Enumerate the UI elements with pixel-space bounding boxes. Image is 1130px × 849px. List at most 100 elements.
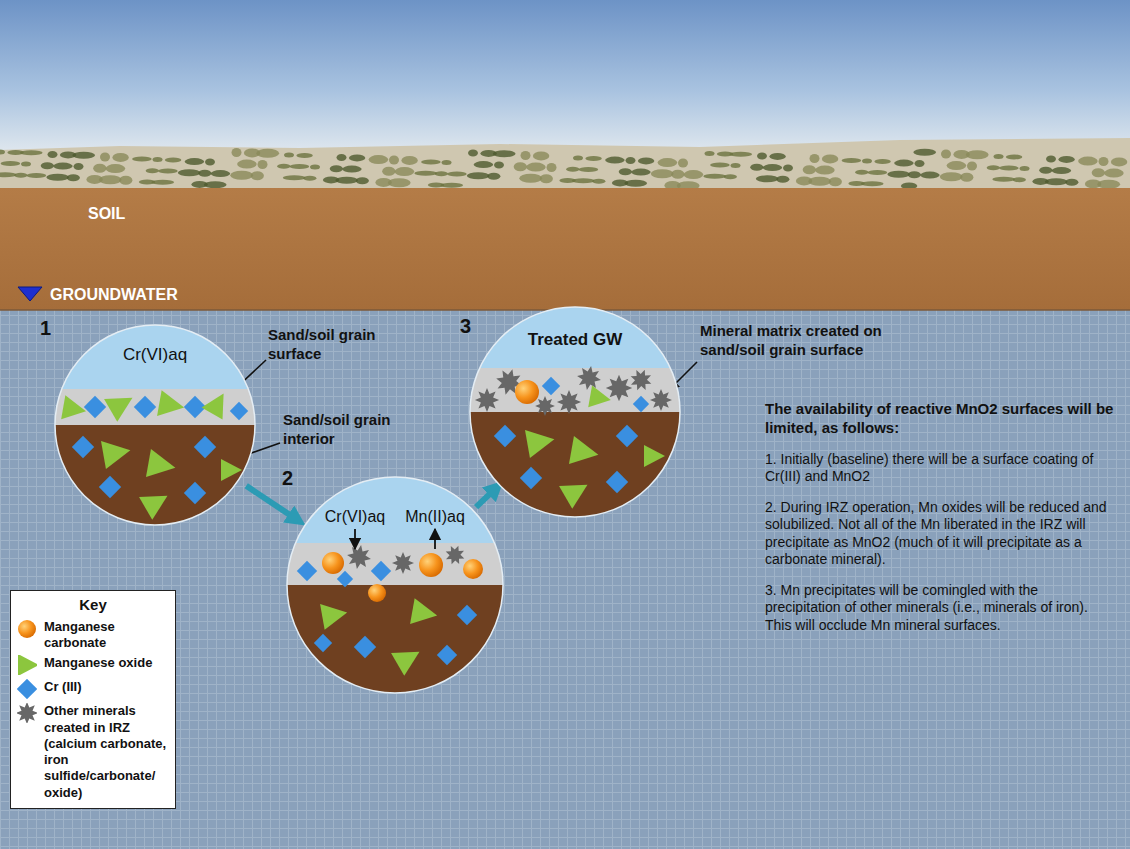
shrub xyxy=(624,180,647,187)
shrub xyxy=(887,171,910,178)
shrub xyxy=(0,172,17,177)
legend-text: Other minerals created in IRZ (calcium c… xyxy=(44,703,169,801)
grain-illustration xyxy=(287,477,503,693)
shrub xyxy=(750,164,763,171)
shrub xyxy=(638,157,654,164)
shrub xyxy=(283,175,306,180)
shrub xyxy=(335,177,358,184)
shrub xyxy=(342,166,362,173)
shrub xyxy=(74,163,84,170)
shrub xyxy=(829,177,842,186)
grain-outline xyxy=(55,325,255,525)
shrub xyxy=(913,149,936,156)
shrub xyxy=(185,158,205,165)
shrub xyxy=(579,167,599,172)
shrub xyxy=(967,162,977,171)
manganese-carbonate xyxy=(515,380,539,404)
shrub xyxy=(447,172,467,177)
shrub xyxy=(1,161,21,166)
legend-text: Manganese oxide xyxy=(44,655,169,671)
shrub xyxy=(356,177,369,184)
irz-mineral xyxy=(392,552,414,574)
shrub xyxy=(119,176,132,185)
legend-text: Manganese carbonate xyxy=(44,619,169,652)
shrub xyxy=(41,162,54,169)
shrub xyxy=(592,179,605,184)
manganese-oxide xyxy=(61,395,88,423)
shrub xyxy=(389,156,399,165)
grain-circle: Cr(VI)aq xyxy=(55,325,255,525)
grain-outline xyxy=(470,307,680,517)
shrub xyxy=(756,175,779,182)
shrub xyxy=(810,154,820,163)
shrub xyxy=(519,174,542,183)
shrub xyxy=(493,150,516,157)
manganese-oxide xyxy=(18,655,37,675)
chromium-iii xyxy=(194,436,216,458)
shrub xyxy=(605,157,625,164)
shrub xyxy=(1045,178,1068,185)
shrub xyxy=(631,169,651,176)
shrub xyxy=(729,152,752,157)
chromium-iii xyxy=(297,561,317,581)
shrub xyxy=(67,174,80,181)
shrub xyxy=(440,183,463,188)
shrub xyxy=(710,163,730,168)
process-arrow xyxy=(246,486,297,520)
shrub xyxy=(211,170,231,177)
shrub xyxy=(540,174,553,183)
pore-water xyxy=(55,325,255,389)
manganese-carbonate xyxy=(419,553,443,577)
manganese-carbonate xyxy=(18,620,36,638)
shrub xyxy=(303,176,316,181)
circle-text: Cr(VI)aq xyxy=(123,345,187,365)
legend-symbol xyxy=(17,619,37,639)
shrub xyxy=(992,177,1015,182)
grain-interior xyxy=(287,585,503,693)
legend-title-slot: Key xyxy=(17,596,169,615)
shrub xyxy=(894,160,914,167)
shrub xyxy=(132,157,152,162)
vegetation xyxy=(0,148,1127,190)
shrub xyxy=(1006,154,1022,159)
shrub xyxy=(526,163,546,172)
chromium-iii xyxy=(314,634,332,652)
shrub xyxy=(310,165,320,170)
shrub xyxy=(999,166,1019,171)
shrub xyxy=(330,165,343,172)
label-slot: 1 xyxy=(40,316,51,341)
shrub xyxy=(1065,179,1078,186)
label-text: SOIL xyxy=(88,204,125,224)
shrub xyxy=(256,149,279,158)
shrub xyxy=(20,150,43,155)
shrub xyxy=(106,164,126,173)
grain-circle: Cr(VI)aqMn(II)aq xyxy=(287,477,503,693)
groundwater-zone xyxy=(0,310,1130,849)
shrub xyxy=(72,152,95,159)
shrub xyxy=(198,170,211,177)
shrub xyxy=(822,154,838,163)
shrub xyxy=(258,160,268,169)
notes-block: The availability of reactive MnO2 surfac… xyxy=(765,400,1117,647)
shrub xyxy=(395,167,415,176)
grain-surface xyxy=(55,389,255,425)
legend-item: Other minerals created in IRZ (calcium c… xyxy=(17,703,169,801)
irz-mineral xyxy=(650,389,672,411)
shrub xyxy=(1046,156,1056,163)
water-table-symbol xyxy=(18,287,42,301)
manganese-oxide xyxy=(101,436,133,469)
shrub xyxy=(842,158,862,163)
shrub xyxy=(776,176,789,183)
shrub xyxy=(671,170,684,179)
text-slot: Mn(II)aq xyxy=(405,508,465,526)
label-slot: Sand/soil grain surface xyxy=(268,326,396,364)
process-arrow xyxy=(476,488,496,507)
label-slot: Mineral matrix created on sand/soil grai… xyxy=(700,322,935,360)
shrub xyxy=(1099,157,1109,166)
shrub xyxy=(204,181,227,188)
shrub xyxy=(494,162,504,169)
shrub xyxy=(1020,166,1030,171)
shrub xyxy=(994,154,1004,159)
shrub xyxy=(388,178,411,187)
shrub xyxy=(468,150,478,157)
